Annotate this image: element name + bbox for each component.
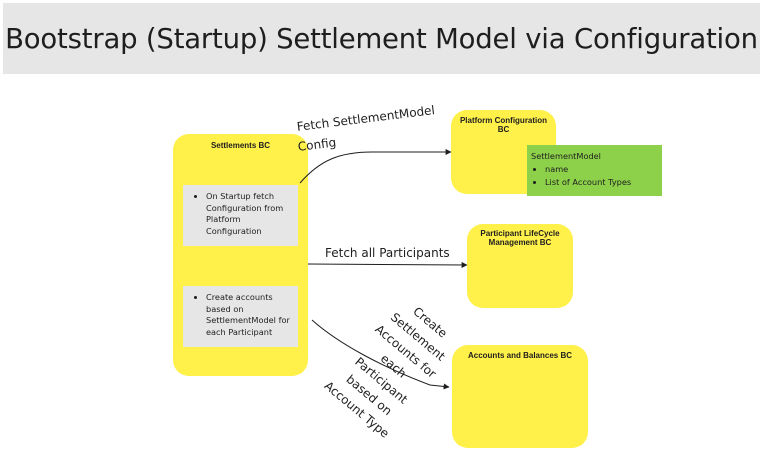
title-bar: Bootstrap (Startup) Settlement Model via… xyxy=(3,3,760,74)
create-accounts-note: Create accounts based on SettlementModel… xyxy=(183,286,298,347)
participant-lifecycle-bc-title-line1: Participant LifeCycle xyxy=(480,229,560,238)
settlement-model-field-name: name xyxy=(545,163,662,176)
participant-lifecycle-bc-box: Participant LifeCycle Management BC xyxy=(467,224,573,308)
startup-fetch-note-text: On Startup fetch Configuration from Plat… xyxy=(206,191,298,237)
create-accounts-note-text: Create accounts based on SettlementModel… xyxy=(206,292,298,338)
settlement-model-field-account-types: List of Account Types xyxy=(545,176,662,189)
accounts-balances-bc-box: Accounts and Balances BC xyxy=(452,345,588,448)
fetch-participants-arrow xyxy=(307,261,468,268)
settlement-model-heading: SettlementModel xyxy=(531,151,601,161)
startup-fetch-note: On Startup fetch Configuration from Plat… xyxy=(183,185,298,246)
accounts-balances-bc-title: Accounts and Balances BC xyxy=(467,351,573,360)
platform-configuration-bc-title-line2: BC xyxy=(497,125,510,134)
platform-configuration-bc-title-line1: Platform Configuration xyxy=(459,116,548,125)
create-accounts-arrow xyxy=(311,319,450,390)
settlements-bc-box: Settlements BC On Startup fetch Configur… xyxy=(173,134,308,376)
fetch-participants-label: Fetch all Participants xyxy=(325,246,450,260)
participant-lifecycle-bc-title-line2: Management BC xyxy=(488,238,552,247)
settlements-bc-title: Settlements BC xyxy=(210,141,271,150)
fetch-config-arrow xyxy=(299,149,452,184)
diagram-title: Bootstrap (Startup) Settlement Model via… xyxy=(5,22,758,55)
settlement-model-card: SettlementModel name List of Account Typ… xyxy=(527,145,662,196)
